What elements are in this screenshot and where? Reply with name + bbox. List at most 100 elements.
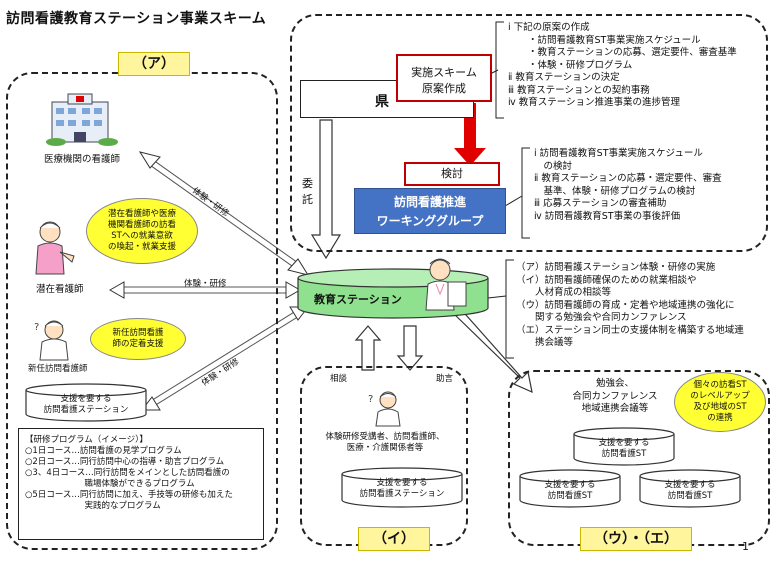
edu-task: （エ）ステーション同士の支援体制を構築する地域連 bbox=[516, 324, 744, 336]
program-line: ○5日コース…同行訪問に加え、手技等の研修も加えた bbox=[25, 490, 233, 500]
entrust-char: 託 bbox=[302, 193, 313, 206]
wg-task: の検討 bbox=[534, 160, 573, 172]
program-line: ○2日コース…同行訪問中心の指導・助言プログラム bbox=[25, 457, 225, 467]
wg-task: ⅰ 訪問看護教育ST事業実施スケジュール bbox=[534, 148, 703, 159]
label-ue: （ウ）・（エ） bbox=[580, 527, 692, 551]
st-label-2: 支援を要する 訪問看護ST bbox=[520, 480, 620, 502]
hospital-icon bbox=[42, 88, 122, 146]
person-icon: ? bbox=[362, 388, 410, 428]
pref-task: ⅲ 教育ステーションとの契約事務 bbox=[508, 84, 650, 96]
wg-name-1: 訪問看護推進 bbox=[393, 195, 466, 209]
station-line: 訪問看護ステーション bbox=[43, 405, 129, 415]
cloud-employment: 潜在看護師や医療 機関看護師の訪看 STへの就業意欲 の喚起・就業支援 bbox=[86, 198, 198, 264]
edu-station-label: 教育ステーション bbox=[314, 293, 402, 306]
advice-arrow bbox=[396, 325, 424, 371]
st-line: 訪問看護ST bbox=[547, 491, 593, 501]
middle-support-station-label: 支援を要する 訪問看護ステーション bbox=[344, 478, 460, 500]
exp-training-label-2: 体験・研修 bbox=[184, 279, 227, 289]
program-line: ○3、4日コース…同行訪問をメインとした訪問看護の bbox=[25, 468, 230, 478]
edu-task: （ウ）訪問看護師の育成・定着や地域連携の強化に bbox=[516, 299, 735, 311]
st-cylinder-1 bbox=[573, 427, 675, 466]
left-support-station-cylinder bbox=[25, 383, 147, 422]
svg-text:?: ? bbox=[368, 394, 373, 405]
cloud-retention: 新任訪問看護 師の定着支援 bbox=[90, 318, 186, 360]
meetings-label: 勉強会、 合同カンファレンス 地域連携会議等 bbox=[560, 378, 670, 416]
cloud-line: STへの就業意欲 bbox=[111, 231, 173, 241]
cloud-line: 及び地域のST bbox=[693, 402, 747, 412]
page-title: 訪問看護教育ステーション事業スキーム bbox=[6, 11, 267, 27]
st-line: 支援を要する bbox=[664, 480, 716, 490]
program-line: 実践的なプログラム bbox=[25, 501, 161, 511]
program-line: ○1日コース…訪問看護の見学プログラム bbox=[25, 446, 182, 456]
st-line: 支援を要する bbox=[544, 480, 596, 490]
red-arrow bbox=[454, 103, 486, 166]
cloud-line: 個々の訪看ST bbox=[693, 380, 747, 390]
wg-task: ⅲ 応募ステーションの審査補助 bbox=[534, 198, 667, 209]
nurse-icon bbox=[418, 254, 470, 312]
edu-task: 関する勉強会や合同カンファレンス bbox=[516, 312, 687, 323]
people-line: 体験研修受講者、訪問看護師、 bbox=[325, 432, 445, 442]
pref-task: ⅱ 教育ステーションの決定 bbox=[508, 72, 620, 83]
edu-task: （イ）訪問看護師確保のための就業相談や bbox=[516, 274, 697, 286]
cloud-line: の喚起・就業支援 bbox=[107, 242, 176, 252]
edu-task: （ア）訪問看護ステーション体験・研修の実施 bbox=[516, 262, 716, 273]
advice-label: 助言 bbox=[436, 374, 454, 384]
entrust-char: 委 bbox=[302, 177, 313, 190]
st-cylinder-2 bbox=[519, 469, 621, 508]
station-line: 訪問看護ステーション bbox=[359, 489, 445, 499]
entrust-label: 委 託 bbox=[302, 176, 313, 208]
meetings-line: 合同カンファレンス bbox=[572, 390, 658, 402]
pref-name: 県 bbox=[375, 94, 389, 110]
left-support-station-label: 支援を要する 訪問看護ステーション bbox=[34, 394, 138, 416]
people-line: 医療・介護関係者等 bbox=[346, 443, 424, 453]
pref-task: ⅳ 教育ステーション推進事業の進捗管理 bbox=[508, 97, 681, 108]
wg-task: ⅳ 訪問看護教育ST事業の事後評価 bbox=[534, 210, 681, 222]
cloud-line: 新任訪問看護 bbox=[112, 328, 164, 338]
wg-task: 基準、体験・研修プログラムの検討 bbox=[534, 185, 696, 197]
edu-task: 人材育成の相談等 bbox=[516, 287, 612, 298]
svg-text:?: ? bbox=[34, 322, 39, 333]
cloud-line: 機関看護師の訪看 bbox=[107, 220, 176, 230]
pref-tasks: ⅰ 下記の原案の作成 ・訪問看護教育ST事業実施スケジュール ・教育ステーション… bbox=[508, 22, 737, 110]
scheme-line-1: 実施スキーム bbox=[411, 66, 477, 79]
wg-tasks: ⅰ 訪問看護教育ST事業実施スケジュール の検討 ⅱ 教育ステーションの応募・選… bbox=[534, 148, 722, 223]
station-line: 支援を要する bbox=[60, 394, 112, 404]
station-line: 支援を要する bbox=[376, 478, 428, 488]
pref-task: ・訪問看護教育ST事業実施スケジュール bbox=[528, 34, 701, 46]
label-a: （ア） bbox=[118, 52, 190, 76]
wg-name-2: ワーキンググループ bbox=[376, 214, 484, 228]
meetings-line: 勉強会、 bbox=[595, 378, 634, 389]
middle-support-station-cylinder bbox=[341, 467, 463, 508]
label-i: （イ） bbox=[358, 527, 430, 551]
wg-box: 訪問看護推進 ワーキンググループ bbox=[354, 188, 506, 234]
cloud-line: のレベルアップ bbox=[690, 391, 750, 401]
st-label-3: 支援を要する 訪問看護ST bbox=[640, 480, 740, 502]
review-box: 検討 bbox=[404, 162, 500, 186]
cloud-line: の連携 bbox=[707, 413, 733, 423]
st-cylinder-3 bbox=[639, 469, 741, 508]
middle-people: 体験研修受講者、訪問看護師、 医療・介護関係者等 bbox=[320, 432, 450, 454]
cloud-line: 師の定着支援 bbox=[112, 339, 164, 349]
latent-nurse-icon bbox=[30, 216, 80, 276]
consult-label: 相談 bbox=[330, 374, 348, 384]
meetings-line: 地域連携会議等 bbox=[581, 403, 649, 414]
wg-task: ⅱ 教育ステーションの応募・選定要件、審査 bbox=[534, 173, 722, 184]
program-title: 【研修プログラム（イメージ）】 bbox=[25, 435, 148, 445]
edu-tasks: （ア）訪問看護ステーション体験・研修の実施 （イ）訪問看護師確保のための就業相談… bbox=[516, 262, 744, 350]
entrust-arrow bbox=[310, 119, 342, 260]
hospital-nurse-label: 医療機関の看護師 bbox=[44, 154, 121, 165]
latent-nurse-label: 潜在看護師 bbox=[36, 284, 84, 295]
pref-task: ・体験・研修プログラム bbox=[528, 59, 633, 71]
scheme-draft-box: 実施スキーム 原案作成 bbox=[396, 54, 492, 102]
scheme-line-2: 原案作成 bbox=[422, 82, 466, 95]
st-line: 訪問看護ST bbox=[601, 449, 647, 459]
new-nurse-label: 新任訪問看護師 bbox=[28, 364, 88, 374]
program-line: 職場体験ができるプログラム bbox=[25, 479, 195, 489]
region-admin bbox=[290, 14, 768, 252]
new-nurse-icon: ? bbox=[30, 316, 80, 362]
cloud-level-up: 個々の訪看ST のレベルアップ 及び地域のST の連携 bbox=[674, 372, 766, 432]
st-line: 訪問看護ST bbox=[667, 491, 713, 501]
st-label-1: 支援を要する 訪問看護ST bbox=[574, 438, 674, 460]
pref-task: ・教育ステーションの応募、選定要件、審査基準 bbox=[528, 47, 737, 58]
